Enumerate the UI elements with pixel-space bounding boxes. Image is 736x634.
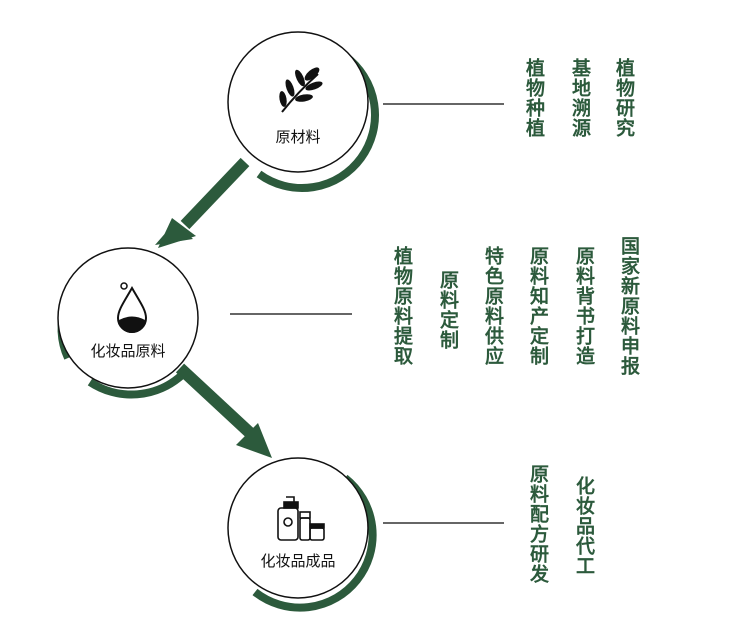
node-label-cosmetic-ingredient: 化妆品原料	[90, 342, 166, 360]
item-plant-extraction: 植物原料提取	[391, 246, 413, 366]
item-new-ingredient-application: 国家新原料申报	[618, 236, 640, 376]
arrow-2-to-3	[175, 363, 272, 458]
node-label-finished-cosmetic: 化妆品成品	[260, 552, 336, 570]
item-ingredient-endorsement: 原料背书打造	[573, 246, 595, 366]
item-special-ingredient-supply: 特色原料供应	[482, 246, 504, 366]
node-raw-material	[227, 31, 379, 192]
leaf-branch-icon	[279, 67, 323, 113]
item-plant-cultivation: 植物种植	[523, 58, 545, 138]
oil-drop-icon	[116, 282, 148, 333]
cosmetic-bottles-icon	[277, 496, 325, 541]
item-ingredient-ip-customization: 原料知产定制	[527, 246, 549, 366]
item-plant-research: 植物研究	[613, 58, 635, 138]
item-formula-development: 原料配方研发	[527, 464, 549, 584]
item-cosmetic-oem: 化妆品代工	[573, 476, 595, 576]
arrow-1-to-2	[155, 157, 250, 248]
item-ingredient-customization: 原料定制	[437, 270, 459, 350]
node-label-raw-material: 原材料	[275, 128, 321, 146]
arrowhead-2	[236, 423, 272, 458]
item-base-traceability: 基地溯源	[569, 58, 591, 138]
